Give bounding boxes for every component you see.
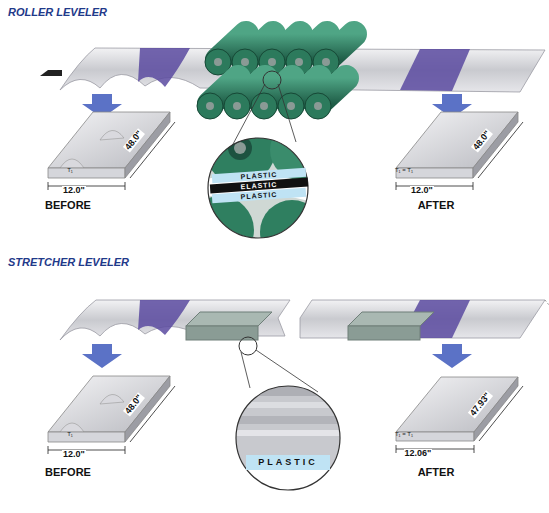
- stage-label: AFTER: [418, 467, 455, 478]
- stage-label: BEFORE: [45, 467, 91, 478]
- dimension: 12.0": [410, 186, 434, 195]
- dimension: 12.06": [404, 449, 433, 458]
- band-label: PLASTIC: [240, 191, 277, 201]
- stage-label: AFTER: [418, 200, 455, 211]
- band-label: PLASTIC: [258, 458, 318, 467]
- thickness-label: T₁ = T₁: [395, 431, 413, 437]
- dimension: 12.0": [62, 186, 86, 195]
- thickness-label: T₁: [67, 167, 73, 173]
- band-label: PLASTIC: [240, 171, 277, 181]
- thickness-label: T₁ = T₁: [395, 167, 413, 173]
- section-title: ROLLER LEVELER: [8, 7, 107, 18]
- stage-label: BEFORE: [45, 200, 91, 211]
- dimension: 12.0": [62, 450, 86, 459]
- section-title: STRETCHER LEVELER: [8, 257, 129, 268]
- thickness-label: T₁: [67, 431, 73, 437]
- band-label: ELASTIC: [240, 181, 277, 191]
- plastic-band: PLASTIC: [246, 455, 330, 470]
